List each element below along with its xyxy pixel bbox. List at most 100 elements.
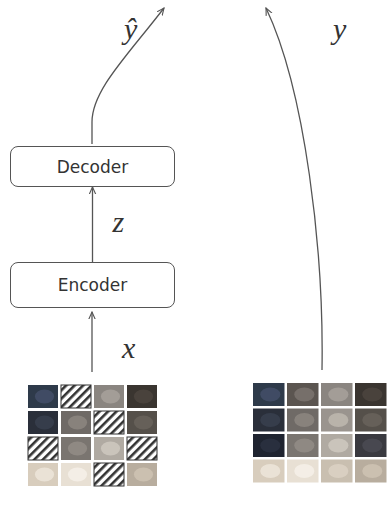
- patch-fill: [94, 437, 124, 460]
- patch-shade: [328, 413, 348, 427]
- patch-shade: [294, 388, 314, 402]
- image-patch: [94, 411, 124, 434]
- patch-fill: [287, 460, 319, 483]
- patch-fill: [28, 411, 58, 434]
- image-patch: [28, 411, 58, 434]
- image-patch: [94, 463, 124, 486]
- patch-shade: [68, 442, 87, 456]
- patch-fill: [253, 460, 285, 483]
- patch-fill: [127, 437, 157, 460]
- patch-fill: [127, 411, 157, 434]
- image-patch: [253, 434, 285, 457]
- image-patch: [253, 460, 285, 483]
- image-patch: [355, 460, 387, 483]
- image-patch: [127, 463, 157, 486]
- patch-fill: [28, 437, 58, 460]
- patch-fill: [321, 434, 353, 457]
- patch-fill: [61, 463, 91, 486]
- patch-shade: [101, 442, 120, 456]
- patch-shade: [35, 390, 54, 404]
- patch-shade: [362, 388, 382, 402]
- target-arrow: [266, 8, 322, 370]
- image-patch: [321, 409, 353, 432]
- output-label: ŷ: [124, 14, 137, 44]
- image-patch: [287, 383, 319, 406]
- patch-fill: [321, 383, 353, 406]
- patch-fill: [355, 434, 387, 457]
- image-patch: [28, 437, 58, 460]
- patch-fill: [61, 385, 91, 408]
- patch-shade: [362, 413, 382, 427]
- masked-image: [28, 385, 157, 486]
- image-patch: [127, 385, 157, 408]
- patch-shade: [362, 464, 382, 478]
- target-label: y: [333, 14, 346, 44]
- patch-fill: [94, 411, 124, 434]
- patch-shade: [294, 464, 314, 478]
- output-arrow: [92, 8, 164, 144]
- image-patch: [61, 411, 91, 434]
- patch-shade: [328, 388, 348, 402]
- patch-shade: [68, 468, 87, 482]
- patch-fill: [253, 434, 285, 457]
- patch-fill: [127, 463, 157, 486]
- image-patch: [321, 434, 353, 457]
- patch-shade: [35, 468, 54, 482]
- image-patch: [355, 409, 387, 432]
- image-patch: [61, 437, 91, 460]
- patch-shade: [362, 439, 382, 453]
- patch-shade: [328, 464, 348, 478]
- image-patch: [355, 434, 387, 457]
- patch-fill: [28, 385, 58, 408]
- box-label: Encoder: [58, 275, 128, 295]
- patch-fill: [61, 437, 91, 460]
- patch-shade: [260, 413, 280, 427]
- image-patch: [28, 463, 58, 486]
- patch-fill: [28, 463, 58, 486]
- box-label: Decoder: [57, 157, 129, 177]
- patch-fill: [321, 460, 353, 483]
- patch-shade: [134, 468, 153, 482]
- image-patch: [321, 460, 353, 483]
- patch-shade: [134, 390, 153, 404]
- patch-shade: [260, 464, 280, 478]
- patch-shade: [260, 388, 280, 402]
- patch-fill: [127, 385, 157, 408]
- image-patch: [61, 385, 91, 408]
- patch-fill: [287, 383, 319, 406]
- image-patch: [253, 409, 285, 432]
- patch-shade: [294, 439, 314, 453]
- image-patch: [355, 383, 387, 406]
- patch-fill: [355, 383, 387, 406]
- patch-fill: [355, 409, 387, 432]
- patch-shade: [68, 416, 87, 430]
- patch-fill: [94, 385, 124, 408]
- input-arrow: [91, 312, 92, 372]
- patch-shade: [260, 439, 280, 453]
- patch-fill: [61, 411, 91, 434]
- image-patch: [253, 383, 285, 406]
- image-patch: [28, 385, 58, 408]
- patch-shade: [328, 439, 348, 453]
- patch-fill: [287, 409, 319, 432]
- patch-shade: [134, 416, 153, 430]
- patch-fill: [253, 409, 285, 432]
- image-patch: [287, 409, 319, 432]
- image-patch: [127, 437, 157, 460]
- patch-fill: [355, 460, 387, 483]
- patch-fill: [321, 409, 353, 432]
- image-patch: [94, 385, 124, 408]
- patch-shade: [35, 416, 54, 430]
- process-box: Encoder: [10, 262, 175, 308]
- image-patch: [61, 463, 91, 486]
- process-box: Decoder: [10, 146, 175, 187]
- input-label: x: [122, 333, 135, 363]
- patch-fill: [287, 434, 319, 457]
- image-patch: [287, 460, 319, 483]
- image-patch: [321, 383, 353, 406]
- patch-shade: [294, 413, 314, 427]
- patch-shade: [101, 390, 120, 404]
